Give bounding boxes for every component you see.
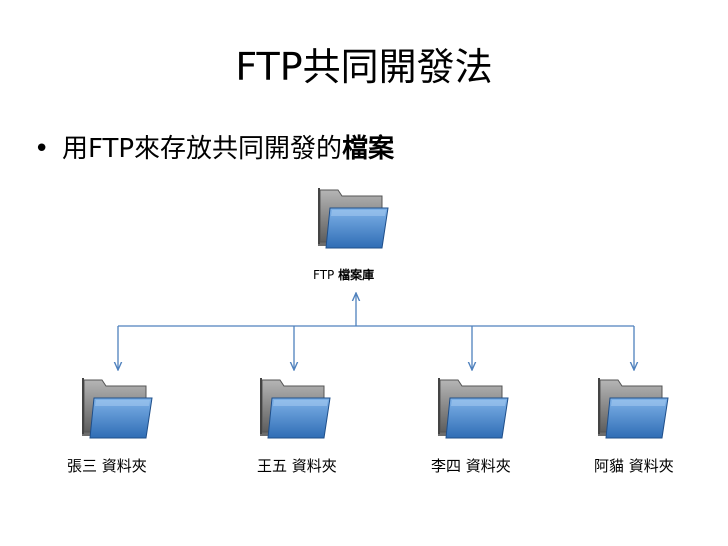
root-folder-label: FTP 檔案庫 [313,265,374,285]
bullet-item: • 用FTP來存放共同開發的檔案 [34,132,394,166]
child-folder-label: 李四 資料夾 [431,457,511,475]
bullet-dot: • [34,134,50,164]
child-folder-icon [597,377,669,439]
slide-title: FTP共同開發法 [235,45,493,89]
child-folder-label: 王五 資料夾 [257,457,337,475]
tree-connectors [118,293,634,370]
child-folder-icon [259,377,331,439]
root-label-prefix: FTP [313,268,339,282]
root-folder-icon [317,187,389,249]
root-label-emphasis: 檔案庫 [338,268,375,282]
child-folder-icon [81,377,153,439]
child-folder-icon [437,377,509,439]
child-folder-label: 張三 資料夾 [67,457,147,475]
bullet-text: 用FTP來存放共同開發的 [62,134,343,164]
bullet-emphasis: 檔案 [342,134,395,164]
child-folder-label: 阿貓 資料夾 [594,457,674,475]
